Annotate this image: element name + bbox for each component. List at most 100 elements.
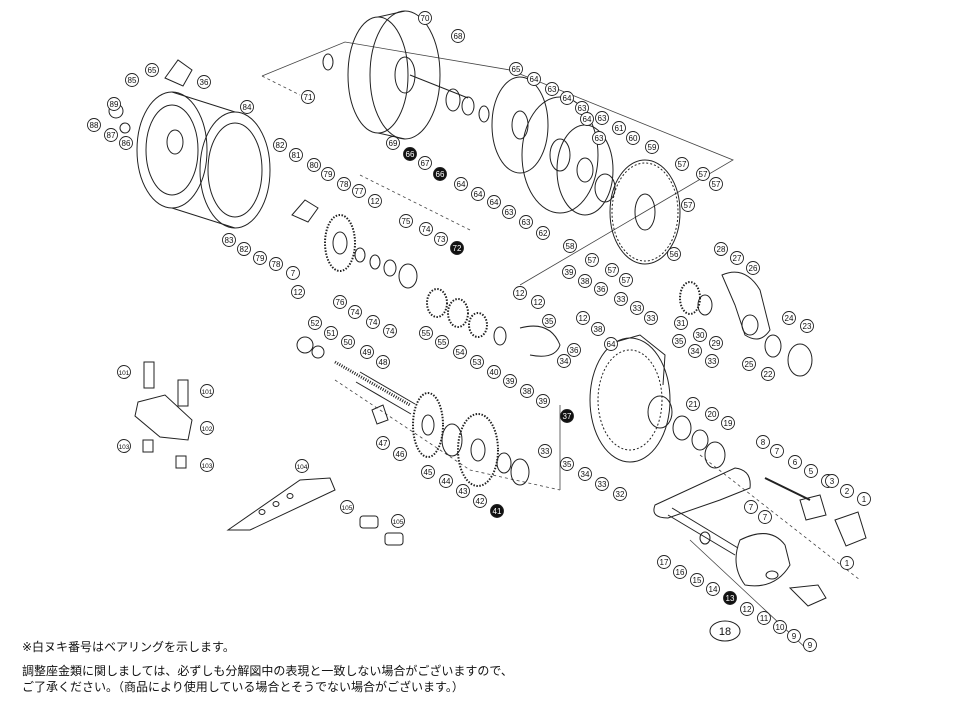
part-label: 70 [418, 11, 432, 25]
part-label: 81 [289, 148, 303, 162]
part-label: 12 [368, 194, 382, 208]
part-label-circle [435, 335, 449, 349]
part-label: 54 [453, 345, 467, 359]
part-number: 85 [128, 76, 137, 85]
part-label-circle [696, 167, 710, 181]
part-label-circle [673, 565, 687, 579]
part-label-circle [857, 492, 871, 506]
part-label-circle [800, 319, 814, 333]
part-number: 1 [845, 559, 850, 568]
part-number: 12 [743, 605, 752, 614]
part-number: 75 [402, 217, 411, 226]
part-label: 63 [575, 101, 589, 115]
part-number: 74 [386, 327, 395, 336]
part-label: 82 [237, 242, 251, 256]
part-number: 57 [622, 276, 631, 285]
part-label-circle [688, 344, 702, 358]
part-label-circle [376, 436, 390, 450]
part-label-circle [366, 315, 380, 329]
part-number: 7 [775, 447, 780, 456]
frame-side-plate [108, 59, 271, 229]
part-label: 63 [502, 205, 516, 219]
part-label-circle [667, 247, 681, 261]
part-number: 64 [474, 190, 483, 199]
part-number: 35 [545, 317, 554, 326]
part-number: 12 [294, 288, 303, 297]
part-number: 41 [493, 507, 502, 516]
part-label-circle [560, 409, 574, 423]
part-number: 21 [689, 400, 698, 409]
part-label-circle [509, 62, 523, 76]
part-number: 50 [344, 338, 353, 347]
part-label-circle [454, 177, 468, 191]
part-label-circle [595, 477, 609, 491]
part-number: 74 [422, 225, 431, 234]
part-label-circle [773, 620, 787, 634]
part-number: 55 [422, 329, 431, 338]
part-label-circle [383, 324, 397, 338]
part-number: 43 [459, 487, 468, 496]
part-number: 79 [324, 170, 333, 179]
pinion-gears [426, 288, 561, 357]
part-label: 80 [307, 158, 321, 172]
part-label-circle [690, 573, 704, 587]
part-label: 35 [560, 457, 574, 471]
part-label-circle [730, 251, 744, 265]
part-label-circle [348, 305, 362, 319]
part-label: 74 [383, 324, 397, 338]
part-label: 33 [630, 301, 644, 315]
part-number: 74 [351, 308, 360, 317]
part-label: 28 [714, 242, 728, 256]
part-label: 12 [576, 311, 590, 325]
part-number: 63 [522, 218, 531, 227]
part-label-circle [434, 232, 448, 246]
part-label: 38 [520, 384, 534, 398]
part-number: 44 [442, 477, 451, 486]
part-number: 37 [563, 412, 572, 421]
part-label: 12 [513, 286, 527, 300]
part-label: 64 [487, 195, 501, 209]
part-label-circle [253, 251, 267, 265]
part-label: 36 [197, 75, 211, 89]
part-number: 14 [709, 585, 718, 594]
part-label-circle [341, 335, 355, 349]
part-label-circle [453, 345, 467, 359]
part-number: 58 [566, 242, 575, 251]
spool [322, 10, 469, 140]
part-label-circle [705, 407, 719, 421]
part-label-circle [563, 239, 577, 253]
part-label: 78 [337, 177, 351, 191]
part-number: 55 [438, 338, 447, 347]
part-number: 23 [803, 322, 812, 331]
part-number: 38 [523, 387, 532, 396]
part-label-circle [399, 214, 413, 228]
part-label-circle [630, 301, 644, 315]
part-label-circle [125, 73, 139, 87]
part-label-circle [145, 63, 159, 77]
part-label-circle [471, 187, 485, 201]
part-label: 38 [578, 274, 592, 288]
part-label-circle [594, 282, 608, 296]
part-label: 63 [545, 82, 559, 96]
part-label: 57 [675, 157, 689, 171]
part-number: 64 [607, 340, 616, 349]
part-number: 33 [617, 295, 626, 304]
part-label-circle [536, 226, 550, 240]
part-label: 103 [200, 458, 214, 472]
part-label: 38 [591, 322, 605, 336]
part-number: 6 [793, 458, 798, 467]
spool-bearings [445, 88, 490, 123]
part-label-circle [393, 447, 407, 461]
part-number: 63 [505, 208, 514, 217]
part-label: 39 [503, 374, 517, 388]
clamp-plate [226, 477, 336, 531]
part-number: 19 [724, 419, 733, 428]
part-label-circle [693, 328, 707, 342]
part-label: 9 [803, 638, 817, 652]
part-number: 52 [311, 319, 320, 328]
part-number: 13 [726, 594, 735, 603]
part-label: 57 [619, 273, 633, 287]
part-label: 87 [104, 128, 118, 142]
part-label: 7 [744, 500, 758, 514]
part-label: 12 [291, 285, 305, 299]
